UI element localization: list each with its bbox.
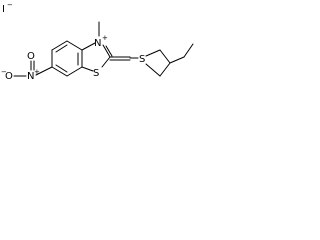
- bond: [51, 40, 68, 51]
- bond: [159, 49, 171, 64]
- ethyl-bond-2: [183, 43, 194, 58]
- bond: [66, 40, 83, 51]
- bond: [145, 63, 161, 77]
- bond-ring-nitro: [35, 66, 53, 76]
- nitro-o-top-symbol: O: [27, 51, 35, 62]
- methylidene-linker: [109, 56, 139, 61]
- double-bond-n-c2: [105, 45, 113, 57]
- benzene-ring: [51, 40, 83, 77]
- bond-n-c2: [102, 44, 111, 58]
- nitro-group: N + O O −: [1, 51, 53, 82]
- bond-c2-s: [101, 56, 111, 68]
- ethyl-bond-1: [169, 56, 185, 64]
- iodide-symbol: I: [2, 4, 5, 15]
- ring-sulfur: S: [93, 68, 99, 79]
- nitro-n-symbol: N: [27, 71, 34, 82]
- bond-c-n: [81, 42, 96, 51]
- molecule-drawing: I − N + S S: [1, 1, 194, 82]
- bond: [66, 66, 83, 77]
- chemical-structure-diagram: I − N + S S: [0, 0, 195, 104]
- ring-nitrogen: N +: [94, 34, 108, 49]
- iodide-charge: −: [7, 1, 13, 9]
- ring-n-symbol: N: [94, 38, 101, 49]
- bond: [159, 62, 171, 77]
- double-bond-inner: [55, 64, 68, 73]
- nitro-n-charge: +: [34, 68, 40, 76]
- iodide-ion: I −: [2, 1, 13, 15]
- nitro-o-left-charge: −: [1, 68, 7, 76]
- bond-s-c: [81, 66, 94, 72]
- bond: [145, 49, 161, 57]
- ring-n-charge: +: [102, 34, 108, 42]
- chain-sulfur: S: [139, 54, 145, 65]
- nitro-o-left-symbol: O: [5, 71, 13, 82]
- thiazole-ring: [81, 42, 113, 72]
- bond: [51, 66, 68, 77]
- double-bond-inner: [55, 44, 68, 53]
- thiolane-ring: S: [139, 43, 194, 77]
